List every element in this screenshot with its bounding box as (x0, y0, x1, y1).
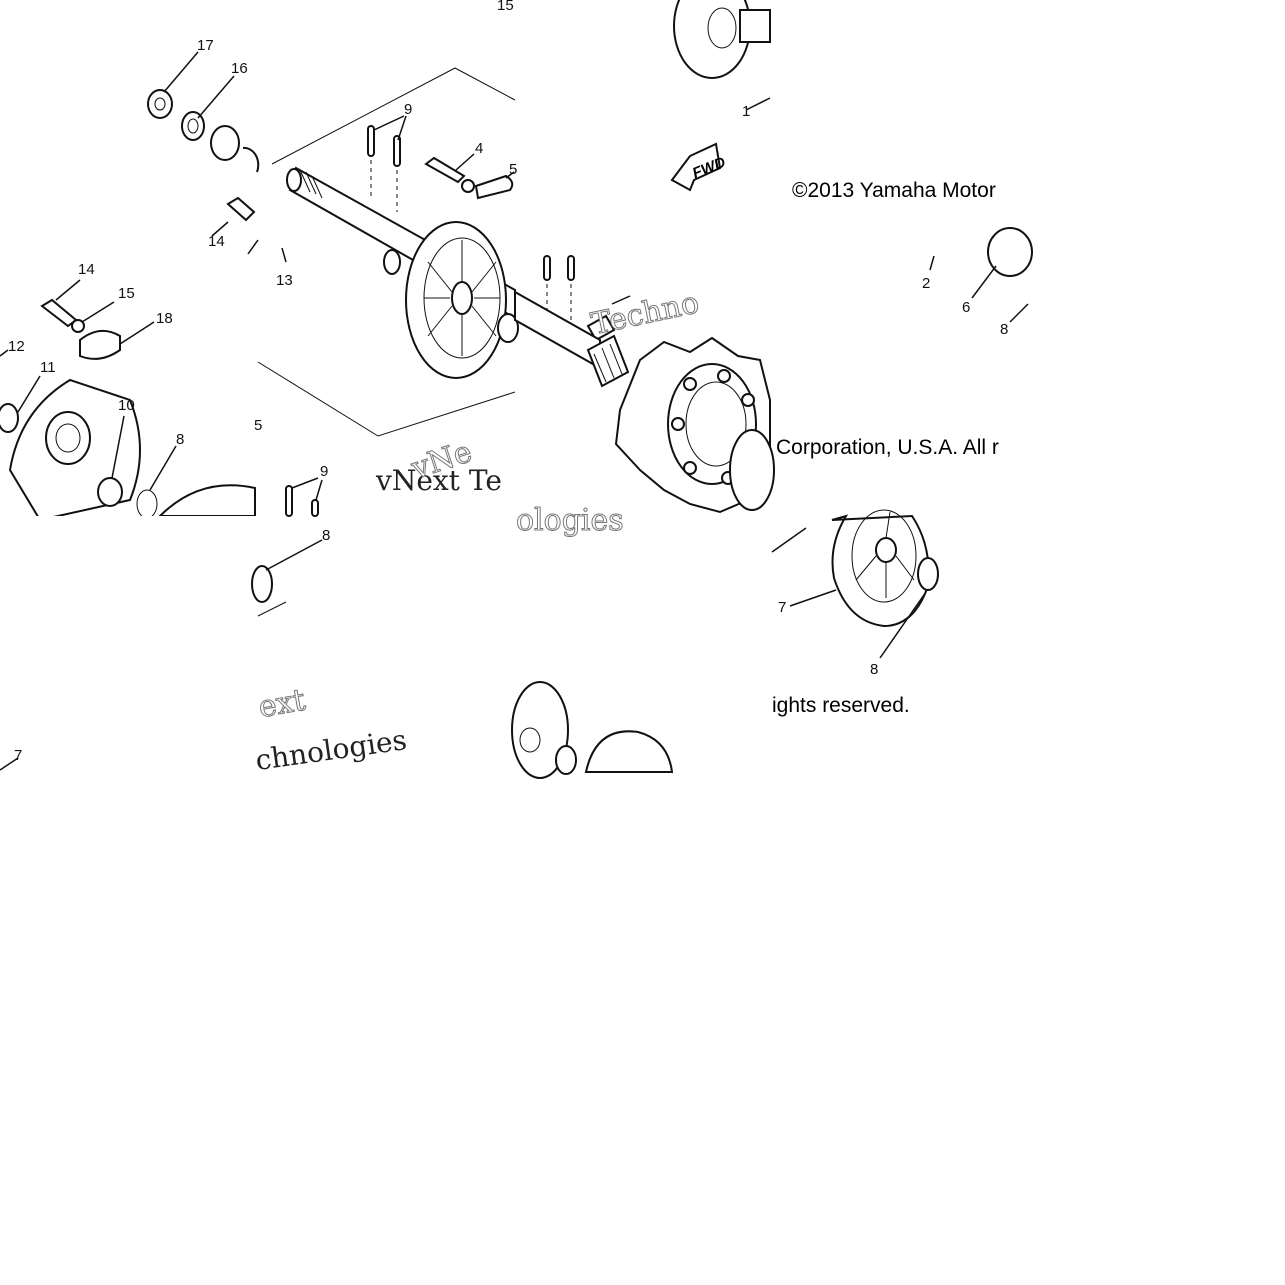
callout-7-left: 7 (14, 747, 22, 764)
cap-18 (79, 329, 121, 360)
pin-9-a (367, 125, 375, 157)
bolt-4 (424, 156, 466, 184)
seal-10 (97, 477, 123, 507)
tile-top-left: 17 16 14 14 15 18 12 11 10 8 (0, 37, 260, 522)
callout-8-a: 8 (176, 431, 184, 448)
callout-16: 16 (231, 60, 248, 77)
fwd-arrow: FWD (670, 142, 728, 192)
callout-10: 10 (118, 397, 135, 414)
callout-8-b: 8 (322, 527, 330, 544)
ring-8-left (136, 489, 158, 519)
copyright-part-2: Corporation, U.S.A. All r (776, 436, 999, 459)
pin-mid-b (567, 255, 575, 281)
copyright-part-1: ©2013 Yamaha Motor (792, 179, 996, 202)
ring-axle-right (497, 313, 519, 343)
wheel-bottom-b (584, 730, 674, 773)
callout-11: 11 (40, 359, 56, 376)
callout-9-mid: 9 (320, 463, 328, 480)
callout-18: 18 (156, 310, 173, 327)
watermark-techno: Techno (588, 285, 702, 342)
bracket-5 (474, 174, 514, 200)
callout-1: 1 (742, 103, 750, 120)
watermark-ologies: ologies (516, 503, 624, 538)
wheel-far-right (987, 227, 1033, 277)
spline (586, 334, 630, 388)
copyright-part-3: ights reserved. (772, 694, 910, 717)
callout-8-d: 8 (870, 661, 878, 678)
tile-middle-row: 7 9 8 ext chnologies 7 (0, 463, 939, 779)
tile-top-right: ©2013 Yamaha Motor 2 6 8 Corporation, U.… (776, 179, 1033, 459)
ring-11 (0, 403, 19, 433)
ring-bottom (555, 745, 577, 775)
callout-8-c: 8 (1000, 321, 1008, 338)
callout-15-mid: 15 (118, 285, 135, 302)
tile-top-center-right: 1 FWD Te (514, 0, 775, 539)
ring-8-mid (251, 565, 273, 603)
bolt-14-lower (40, 298, 78, 328)
wheel-main (405, 221, 507, 379)
wheel-left-partial (157, 484, 256, 517)
callout-6: 6 (962, 299, 970, 316)
blank-left-strip (0, 516, 256, 772)
callout-9-top: 9 (404, 101, 412, 118)
pin-9-b (393, 135, 401, 167)
pin-mid-a (543, 255, 551, 281)
washer-16 (181, 111, 205, 141)
nut-17 (147, 89, 173, 119)
callout-15-top: 15 (497, 0, 514, 14)
watermark-vnext-te: vNext Te (375, 464, 502, 497)
callout-7-right: 7 (778, 599, 786, 616)
callout-14-upper: 14 (208, 233, 225, 250)
callout-2: 2 (922, 275, 930, 292)
tile-top-middle: 15 9 4 5 13 5 vNext Te vNe (247, 0, 519, 497)
callout-13: 13 (276, 272, 293, 289)
callout-5-mid: 5 (254, 417, 262, 434)
bolt-14-upper (226, 196, 256, 222)
callout-4: 4 (475, 140, 483, 157)
ring-axle-left (383, 249, 401, 275)
wheel-bottom-a (511, 681, 569, 779)
circlip (210, 125, 240, 161)
callout-12: 12 (8, 338, 25, 355)
callout-17: 17 (197, 37, 214, 54)
callout-5-top: 5 (509, 161, 517, 178)
washer-15 (71, 319, 85, 333)
callout-14-lower: 14 (78, 261, 95, 278)
wheel-right-partial (729, 429, 775, 511)
watermark-ext: ext (256, 683, 308, 726)
watermark-chnologies: chnologies (253, 723, 408, 777)
pin-9-mid-b (311, 499, 319, 517)
ring-8-right (917, 557, 939, 591)
wheel-top-fragment (673, 0, 751, 79)
pin-9-mid-a (285, 485, 293, 517)
